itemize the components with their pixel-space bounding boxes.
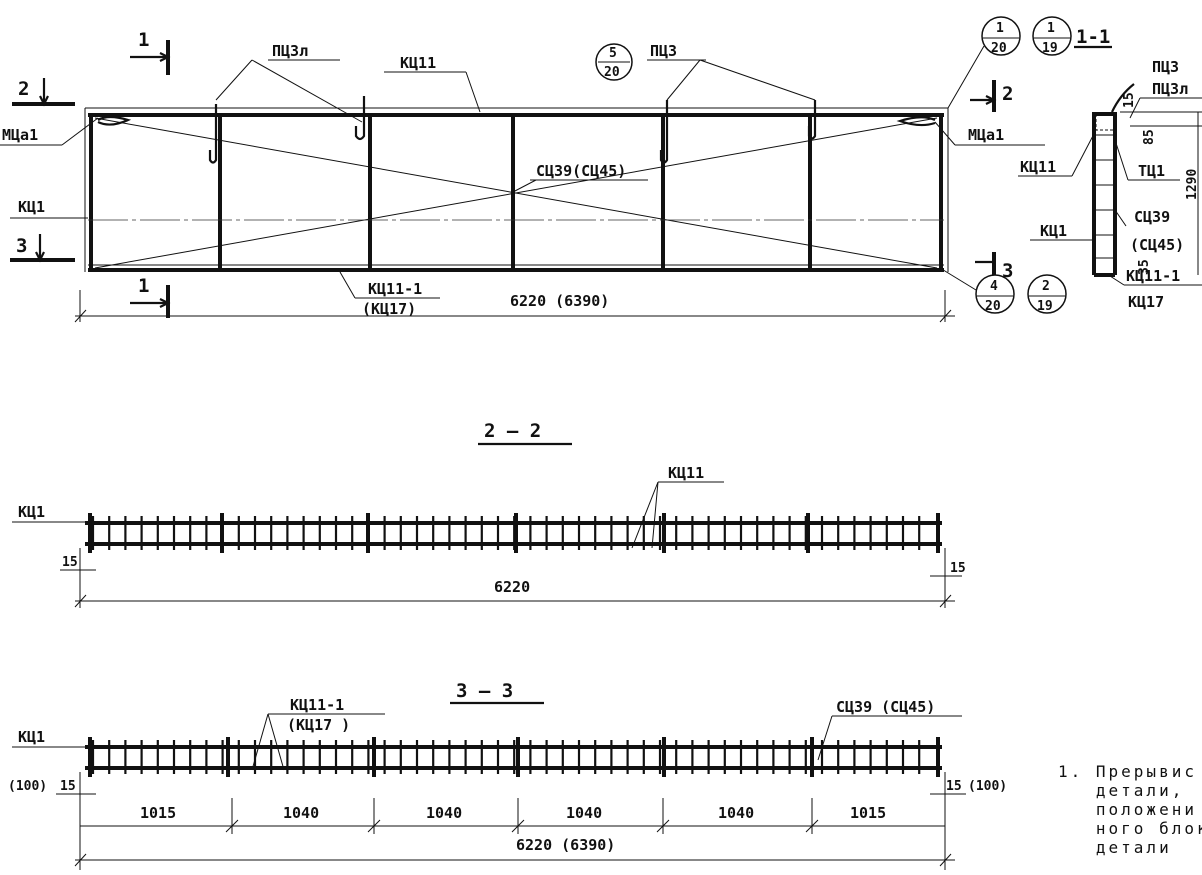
s22-label-kts1: КЦ1 — [18, 503, 45, 521]
s11-label-pts3: ПЦ3 — [1152, 58, 1179, 76]
s33-dim-right-paren: (100) — [968, 779, 1007, 794]
s11-dim-35: 35 — [1137, 259, 1152, 275]
label-kts11: КЦ11 — [400, 54, 436, 72]
section-3-3: 3 — 3 КЦ1 КЦ11-1 (КЦ17 ) СЦ39 (СЦ45) (10… — [8, 680, 1007, 870]
lifting-loop-section — [1111, 83, 1135, 113]
anchor-mtsa1-left — [97, 115, 132, 126]
label-kts1-plan: КЦ1 — [18, 198, 45, 216]
lifting-loop-2 — [354, 96, 366, 141]
mark-3-right: 3 — [1002, 260, 1013, 282]
svg-text:1: 1 — [996, 21, 1004, 36]
note-line-2: детали, — [1058, 781, 1197, 800]
s33-dim-right: 15 — [946, 779, 962, 794]
s22-dim-left: 15 — [62, 555, 78, 570]
s33-span-2: 1040 — [283, 804, 319, 822]
s33-dim-left: 15 — [60, 779, 76, 794]
label-kts11-1-plan: КЦ11-1 — [368, 280, 422, 298]
s33-dim-total: 6220 (6390) — [516, 836, 615, 854]
s22-dim-right: 15 — [950, 561, 966, 576]
svg-text:1: 1 — [1047, 21, 1055, 36]
s33-span-4: 1040 — [566, 804, 602, 822]
diagonal-brace-b — [94, 117, 938, 269]
s33-span-3: 1040 — [426, 804, 462, 822]
s11-label-kts1: КЦ1 — [1040, 222, 1067, 240]
callout-ne-2 — [1032, 16, 1072, 56]
s11-label-pts3l: ПЦ3л — [1152, 80, 1188, 98]
svg-text:4: 4 — [990, 279, 998, 294]
plan-view: 1 1 2 3 2 3 ПЦ3л КЦ11 ПЦ — [0, 16, 1072, 323]
section-2-2-title: 2 — 2 — [484, 420, 541, 442]
lifting-loop-4 — [807, 100, 817, 140]
svg-text:19: 19 — [1037, 299, 1053, 314]
mark-3-left: 3 — [16, 235, 27, 257]
s11-dim-1290: 1290 — [1185, 169, 1200, 200]
cut-1-top-label: 1 — [138, 29, 149, 51]
svg-text:19: 19 — [1042, 41, 1058, 56]
s33-span-5: 1040 — [718, 804, 754, 822]
s11-label-kts17: КЦ17 — [1128, 293, 1164, 311]
section-3-3-ribs — [88, 737, 940, 777]
s22-label-kts11: КЦ11 — [668, 464, 704, 482]
label-mtsa1-right: МЦа1 — [968, 126, 1004, 144]
general-note: 1. Прерывис детали, положени ного блок д… — [1058, 762, 1202, 875]
note-line-1: 1. Прерывис — [1058, 762, 1197, 781]
dim-total-plan: 6220 (6390) — [510, 292, 609, 310]
note-line-3: положени — [1058, 800, 1197, 819]
s33-label-kts1: КЦ1 — [18, 728, 45, 746]
s22-dim-total: 6220 — [494, 578, 530, 596]
label-pts3: ПЦ3 — [650, 42, 677, 60]
mark-2-left: 2 — [18, 78, 29, 100]
s11-label-kts11-1: КЦ11-1 — [1126, 267, 1180, 285]
s33-dim-left-paren: (100) — [8, 779, 47, 794]
s33-label-kts11-1: КЦ11-1 — [290, 696, 344, 714]
callout-se-2 — [1027, 274, 1067, 314]
svg-text:5: 5 — [609, 46, 617, 61]
s11-label-sts39: СЦ39 — [1134, 208, 1170, 226]
s33-label-sts39: СЦ39 (СЦ45) — [836, 698, 935, 716]
lifting-loop-1 — [208, 104, 218, 164]
svg-text:2: 2 — [1042, 279, 1050, 294]
section-3-3-title: 3 — 3 — [456, 680, 513, 702]
svg-text:20: 20 — [991, 41, 1007, 56]
svg-text:20: 20 — [604, 65, 620, 80]
lifting-loop-3 — [659, 100, 669, 164]
mark-2-right: 2 — [1002, 83, 1013, 105]
s11-dim-85: 85 — [1142, 129, 1157, 145]
label-kts17-plan: (КЦ17) — [362, 300, 416, 318]
section-1-1: 1-1 ПЦ3 ПЦ3л 15 85 1290 КЦ11 ТЦ1 КЦ1 СЦ3… — [1018, 26, 1202, 311]
s11-label-sts45: (СЦ45) — [1130, 236, 1184, 254]
section-1-1-title: 1-1 — [1076, 26, 1110, 48]
s33-span-1: 1015 — [140, 804, 176, 822]
callout-ne-1 — [981, 16, 1021, 56]
s11-label-tts1: ТЦ1 — [1138, 162, 1165, 180]
s33-span-ticks — [225, 798, 819, 834]
s11-label-kts11: КЦ11 — [1020, 158, 1056, 176]
note-line-4: ного блок — [1058, 819, 1202, 838]
label-sts39: СЦ39(СЦ45) — [536, 162, 626, 180]
section-2-2: 2 — 2 КЦ1 КЦ11 15 15 6220 — [12, 420, 966, 608]
note-line-5: детали — [1058, 838, 1172, 857]
label-pts3l: ПЦ3л — [272, 42, 308, 60]
svg-text:20: 20 — [985, 299, 1001, 314]
s11-dim-15: 15 — [1122, 92, 1137, 108]
cut-1-bottom-label: 1 — [138, 275, 149, 297]
anchor-mtsa1-right — [896, 116, 936, 127]
s33-span-6: 1015 — [850, 804, 886, 822]
label-mtsa1-left: МЦа1 — [2, 126, 38, 144]
callout-se-1 — [975, 274, 1015, 314]
section-2-2-ribs — [88, 513, 940, 553]
s33-label-kts17: (КЦ17 ) — [287, 716, 350, 734]
